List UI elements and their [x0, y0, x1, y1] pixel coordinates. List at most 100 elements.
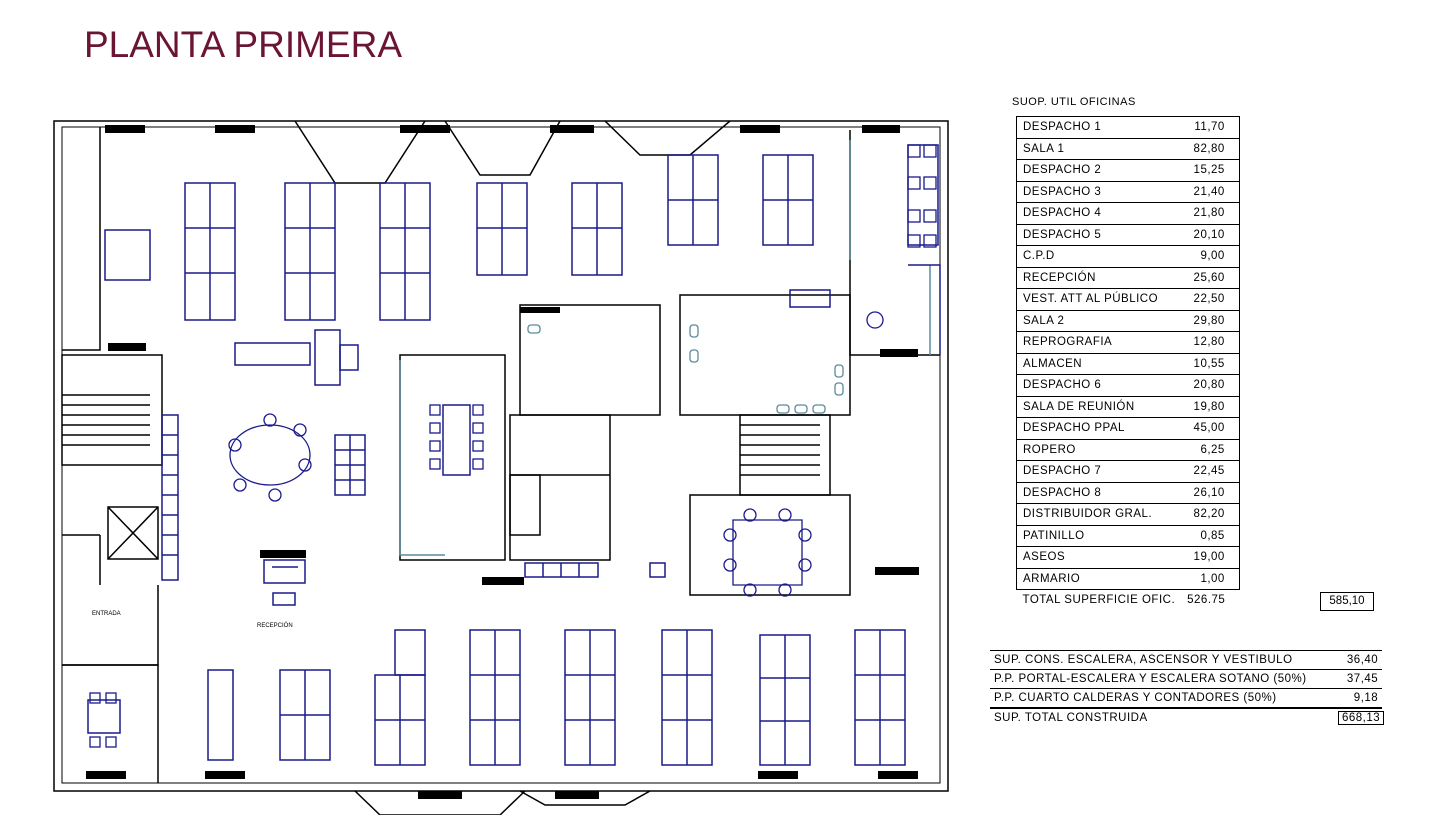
row-value: 20,80 [1181, 374, 1240, 397]
desk-cluster-11 [469, 629, 521, 766]
row-value: 10,55 [1181, 353, 1240, 375]
row-value: 12,80 [1181, 331, 1240, 354]
desk-cluster-3 [379, 182, 431, 321]
row-label: SALA 1 [1016, 138, 1182, 160]
desk-cluster-16 [394, 629, 426, 676]
row-value: 22,50 [1181, 288, 1240, 311]
row-label: ROPERO [1016, 439, 1182, 461]
row-value: 25,60 [1181, 267, 1240, 289]
desk-cluster-2 [284, 182, 336, 321]
row-value: 22,45 [1181, 460, 1240, 483]
desk-cluster-5 [571, 182, 623, 276]
row-label: DESPACHO 5 [1016, 224, 1182, 246]
row-label: REPROGRAFIA [1016, 331, 1182, 354]
table-row: SUP. TOTAL CONSTRUIDA 668,13 [990, 707, 1385, 727]
row-label: SALA 2 [1016, 310, 1182, 332]
label-entrada: ENTRADA [92, 611, 121, 617]
row-label: DISTRIBUIDOR GRAL. [1016, 503, 1182, 526]
table-row: P.P. CUARTO CALDERAS Y CONTADORES (50%)9… [990, 688, 1383, 709]
desk-cluster-15 [854, 629, 906, 766]
row-value: 6,25 [1181, 439, 1240, 461]
meeting-table [442, 404, 471, 476]
desk-cluster-1 [184, 182, 236, 321]
row-value: 9,18 [1334, 688, 1383, 709]
row-value: 29,80 [1181, 310, 1240, 332]
desk-cluster-8 [207, 669, 234, 761]
row-label: P.P. PORTAL-ESCALERA Y ESCALERA SOTANO (… [990, 669, 1334, 689]
row-label: VEST. ATT AL PÚBLICO [1016, 288, 1182, 311]
row-label: SUP. CONS. ESCALERA, ASCENSOR Y VESTIBUL… [990, 650, 1334, 670]
row-value: 20,10 [1181, 224, 1240, 246]
outer-wall [53, 120, 949, 792]
office-cpd [509, 474, 541, 536]
row-value: 36,40 [1334, 650, 1383, 670]
desk-cluster-12 [564, 629, 616, 766]
bay-top-left [294, 120, 426, 184]
row-label: DESPACHO 6 [1016, 374, 1182, 397]
bay-top-mid [444, 120, 561, 176]
row-label: TOTAL SUPERFICIE OFIC. [1022, 594, 1176, 607]
row-value: 21,80 [1181, 202, 1240, 225]
row-value: 1,00 [1181, 568, 1240, 590]
bay-top-right [604, 120, 731, 156]
row-value: 26,10 [1181, 482, 1240, 504]
row-value: 526.75 [1187, 594, 1226, 607]
construction-table-grid: SUP. CONS. ESCALERA, ASCENSOR Y VESTIBUL… [990, 650, 1385, 727]
row-label: PATINILLO [1016, 525, 1182, 547]
row-value: 82,20 [1181, 503, 1240, 526]
row-label: DESPACHO 2 [1016, 159, 1182, 182]
desk-cluster-7 [762, 154, 814, 246]
row-label: ASEOS [1016, 546, 1182, 569]
row-value: 9,00 [1181, 245, 1240, 268]
rooms-table-caption: SUOP. UTIL OFICINAS [1012, 96, 1136, 108]
outer-wall-inner [61, 126, 941, 784]
table-row: SUP. CONS. ESCALERA, ASCENSOR Y VESTIBUL… [990, 650, 1383, 670]
row-value: 15,25 [1181, 159, 1240, 182]
round-table-sala [229, 424, 311, 486]
row-label: DESPACHO 7 [1016, 460, 1182, 483]
entrance-wall [62, 534, 159, 666]
row-label: DESPACHO 1 [1016, 116, 1182, 139]
row-value: 37,45 [1334, 669, 1383, 689]
construction-table: SUP. CONS. ESCALERA, ASCENSOR Y VESTIBUL… [990, 650, 1385, 727]
total-value-box: 668,13 [1338, 711, 1385, 725]
bay-bottom-left [354, 790, 526, 815]
rooms-total-box: 585,10 [1320, 592, 1374, 611]
row-label: ARMARIO [1016, 568, 1182, 590]
row-label: DESPACHO 8 [1016, 482, 1182, 504]
elevator-left [107, 506, 159, 560]
row-value: 19,00 [1181, 546, 1240, 569]
row-label: SALA DE REUNIÓN [1016, 396, 1182, 418]
table-row: TOTAL SUPERFICIE OFIC. 526.75 [1017, 590, 1240, 611]
row-label: P.P. CUARTO CALDERAS Y CONTADORES (50%) [990, 688, 1334, 709]
row-value: 11,70 [1181, 116, 1240, 139]
row-label: SUP. TOTAL CONSTRUIDA [990, 707, 1334, 727]
floor-plan: ENTRADA RECEPCIÓN [53, 120, 949, 815]
desk-cluster-9 [279, 669, 331, 761]
bay-bottom-right [519, 790, 651, 806]
row-value: 82,80 [1181, 138, 1240, 160]
row-label: RECEPCIÓN [1016, 267, 1182, 289]
desk-cluster-4 [476, 182, 528, 276]
row-label: ALMACEN [1016, 353, 1182, 375]
row-label: DESPACHO PPAL [1016, 417, 1182, 440]
table-row: P.P. PORTAL-ESCALERA Y ESCALERA SOTANO (… [990, 669, 1383, 689]
row-value: 45,00 [1181, 417, 1240, 440]
